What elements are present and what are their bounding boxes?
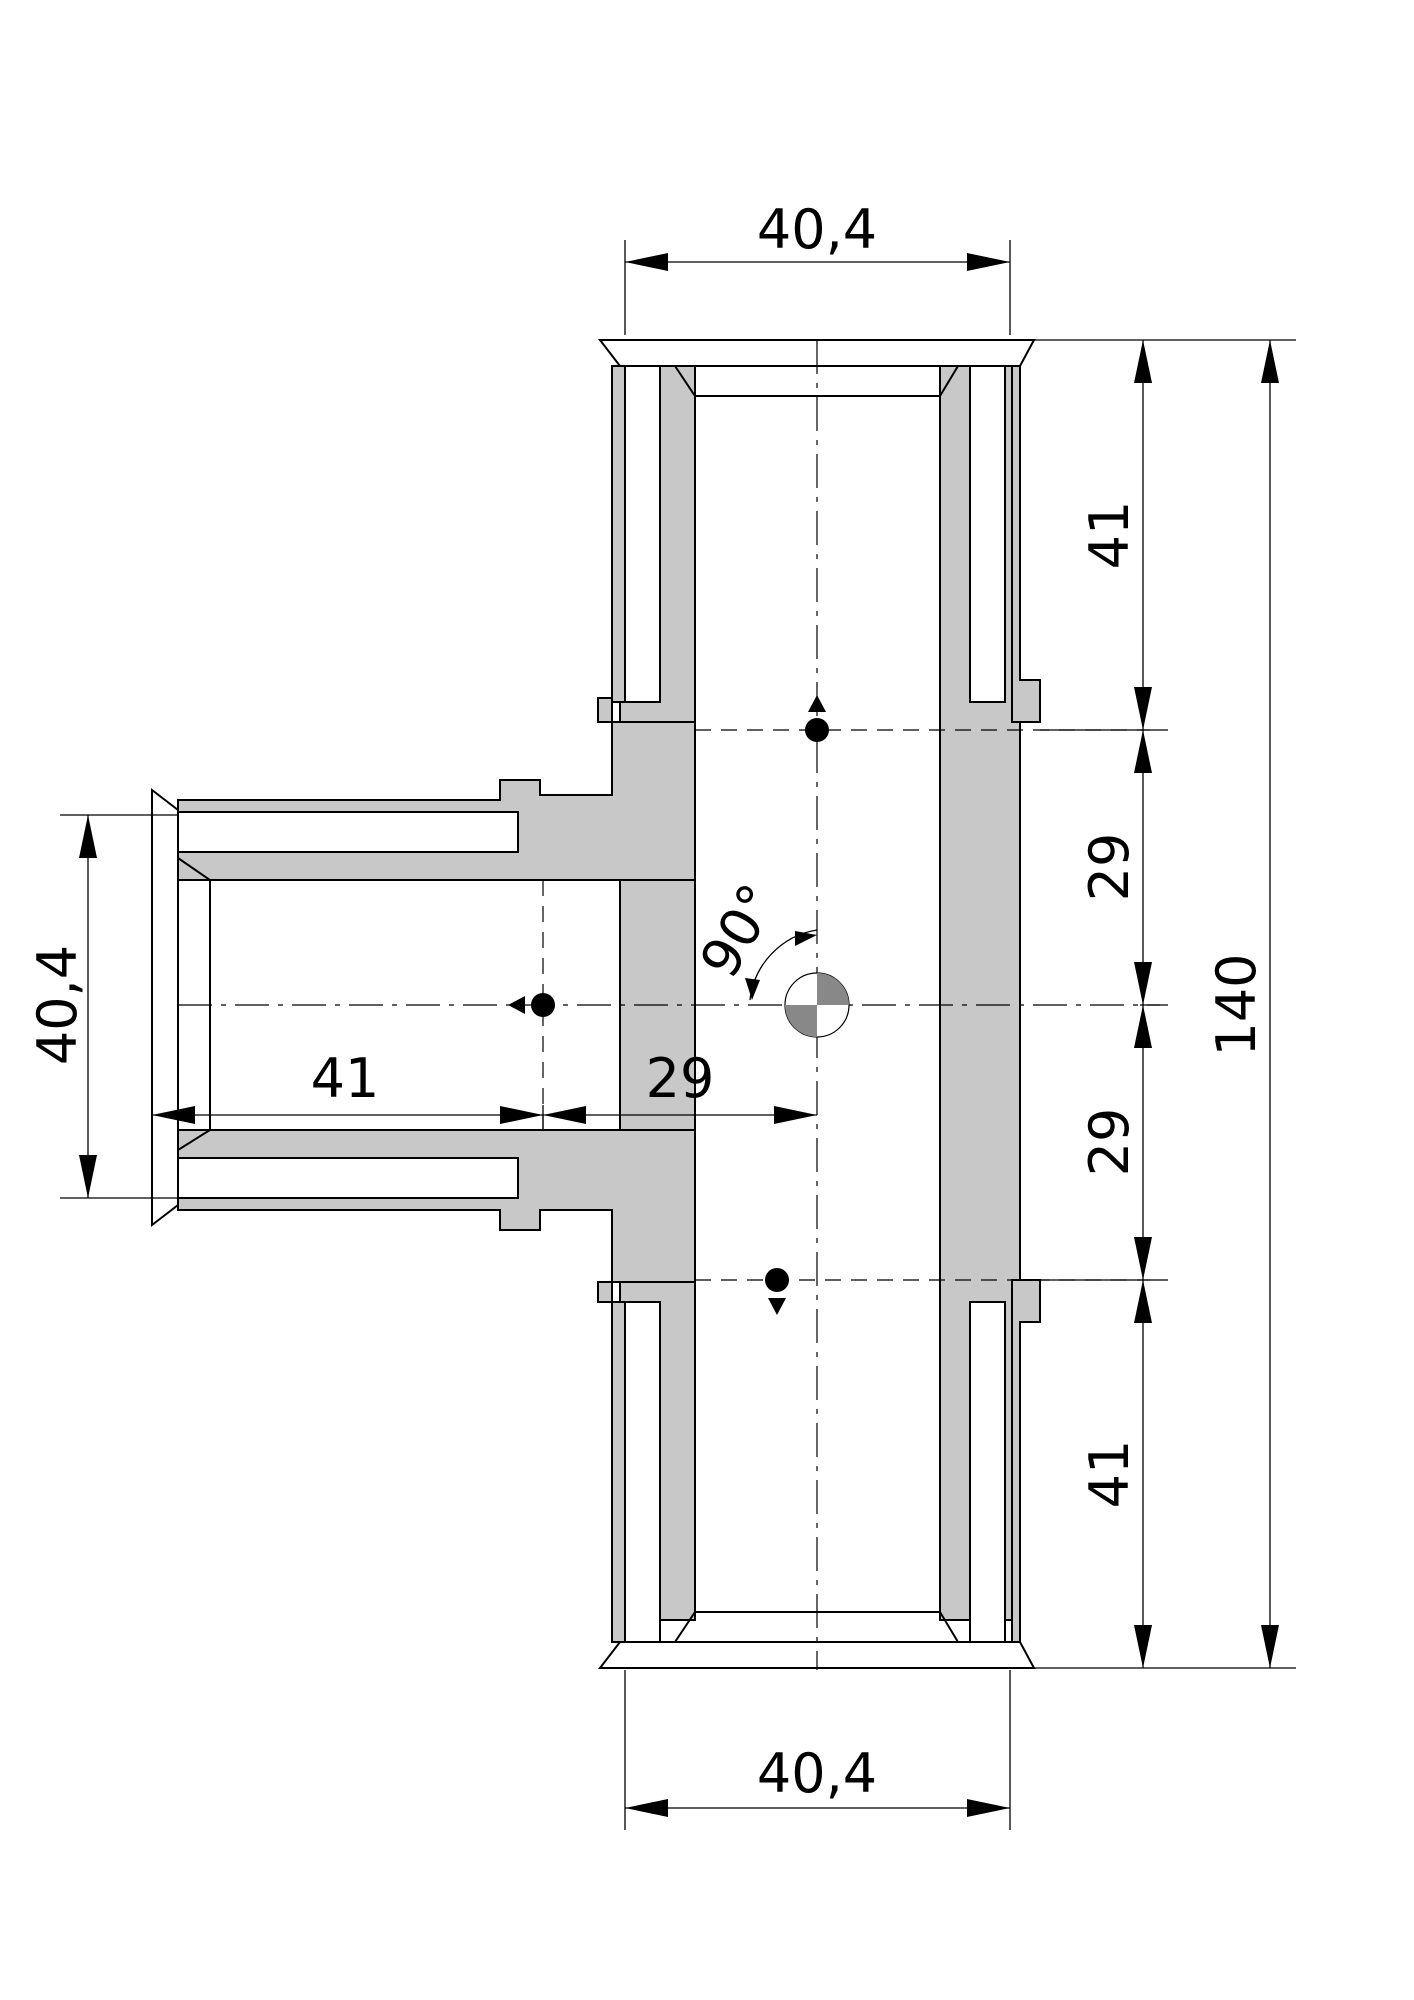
- bottom-socket-left-wall: [597, 1281, 626, 1643]
- bottom-width-label: 40,4: [757, 1742, 877, 1805]
- branch-upper-sleeve: [177, 811, 519, 853]
- upper-socket-label: 41: [1078, 501, 1141, 570]
- top-socket-left-wall: [597, 365, 626, 723]
- bottom-left-sleeve: [624, 1301, 661, 1643]
- branch-socket-label: 41: [311, 1047, 380, 1110]
- overall-length-label: 140: [1205, 953, 1268, 1056]
- top-socket-right-wall: [1011, 365, 1041, 723]
- angle-label: 90°: [688, 874, 790, 988]
- center-symbol: [784, 972, 850, 1038]
- dimension-lines: [60, 240, 1296, 1830]
- branch-offset-label: 29: [646, 1047, 715, 1110]
- flow-markers: [508, 695, 829, 1315]
- branch-width-label: 40,4: [26, 945, 89, 1065]
- top-chamfer: [674, 365, 959, 397]
- bottom-socket-right-wall: [1011, 1279, 1041, 1643]
- branch-flange: [151, 787, 179, 1228]
- lower-socket-label: 41: [1078, 1440, 1141, 1509]
- upper-offset-label: 29: [1078, 833, 1141, 902]
- branch-lower-wall: [177, 1129, 696, 1283]
- dimension-labels: 40,4 40,4 41 29 29 41 140 40,4 41 29 90°: [26, 198, 1268, 1805]
- top-width-label: 40,4: [757, 198, 877, 261]
- bottom-right-sleeve: [969, 1301, 1006, 1643]
- top-left-sleeve: [624, 365, 661, 703]
- top-right-sleeve: [969, 365, 1006, 703]
- main-pipe-body: [151, 339, 1041, 1669]
- angle-marker: [745, 929, 818, 1001]
- lower-offset-label: 29: [1078, 1108, 1141, 1177]
- branch-chamfer: [177, 857, 211, 1151]
- branch-lower-sleeve: [177, 1157, 519, 1199]
